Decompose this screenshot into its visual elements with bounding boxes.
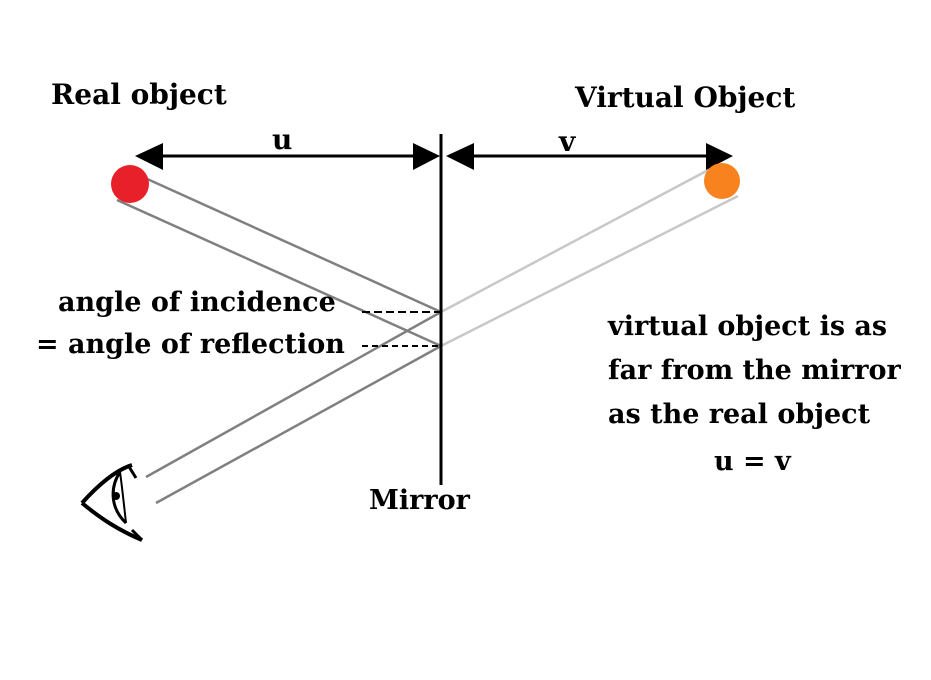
distance-v-label: v xyxy=(559,125,576,158)
virtual-object-dot xyxy=(704,163,740,199)
note-line1: virtual object is as xyxy=(608,311,888,342)
note-line3: as the real object xyxy=(608,399,871,430)
angle-label-line2: = angle of reflection xyxy=(36,329,345,360)
note-line2: far from the mirror xyxy=(608,355,901,386)
real-object-dot xyxy=(111,165,149,203)
reflected-ray-upper xyxy=(145,310,442,479)
arrowhead-left-v xyxy=(446,143,474,170)
incident-ray-lower xyxy=(116,198,442,348)
equation-label: u = v xyxy=(714,446,791,477)
mirror-label: Mirror xyxy=(369,485,470,516)
virtual-ray-upper xyxy=(440,166,713,314)
incident-ray-upper xyxy=(133,171,442,314)
real-object-label: Real object xyxy=(51,78,227,111)
eye-icon xyxy=(80,463,144,542)
arrowhead-right-v xyxy=(706,143,733,170)
virtual-ray-lower xyxy=(440,194,739,348)
angle-label-line1: angle of incidence xyxy=(58,287,336,318)
reflected-ray-lower xyxy=(155,344,442,505)
arrowhead-left-u xyxy=(135,143,163,170)
arrowhead-right-u xyxy=(413,143,440,170)
distance-u-label: u xyxy=(272,123,293,156)
virtual-object-label: Virtual Object xyxy=(575,81,796,114)
